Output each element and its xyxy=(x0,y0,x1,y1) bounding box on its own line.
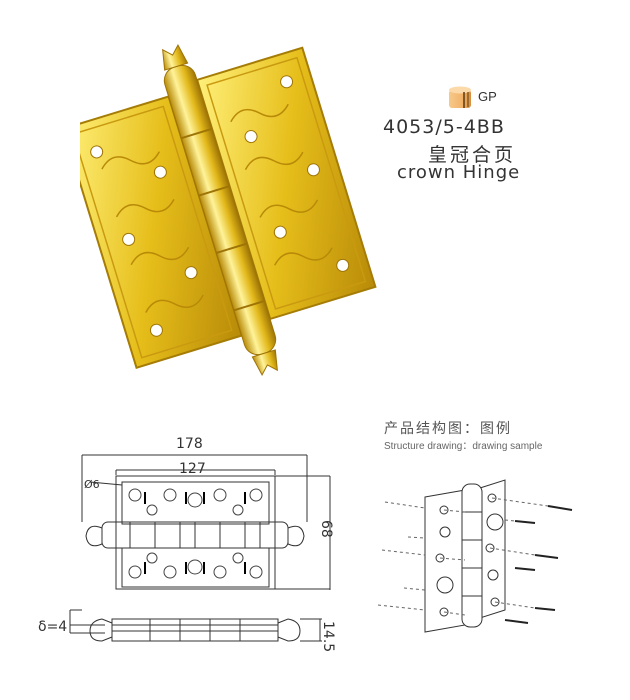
dimension-hole-diameter: Ø6 xyxy=(84,478,100,491)
product-name-en: crown Hinge xyxy=(397,162,521,183)
gold-crown-hinge-photo xyxy=(80,44,377,376)
dimension-overall-length: 178 xyxy=(176,436,203,452)
dimension-width: 68 xyxy=(318,520,334,538)
model-number: 4053/5-4BB xyxy=(383,116,505,138)
finish-swatch-icon xyxy=(449,86,471,108)
dimension-knuckle-diameter: 14.5 xyxy=(320,621,336,653)
structure-title-cn: 产品结构图：图例 xyxy=(384,421,512,437)
structure-title-en: Structure drawing：drawing sample xyxy=(384,441,543,452)
side-view-drawing xyxy=(69,609,322,642)
hinge-exploded-view-drawing xyxy=(377,479,573,633)
finish-code: GP xyxy=(478,89,497,104)
front-view-drawing xyxy=(81,454,331,590)
dimension-leaf-length: 127 xyxy=(179,461,206,477)
product-name-cn: 皇冠合页 xyxy=(428,144,517,166)
dimension-thickness: δ=4 xyxy=(38,619,68,635)
